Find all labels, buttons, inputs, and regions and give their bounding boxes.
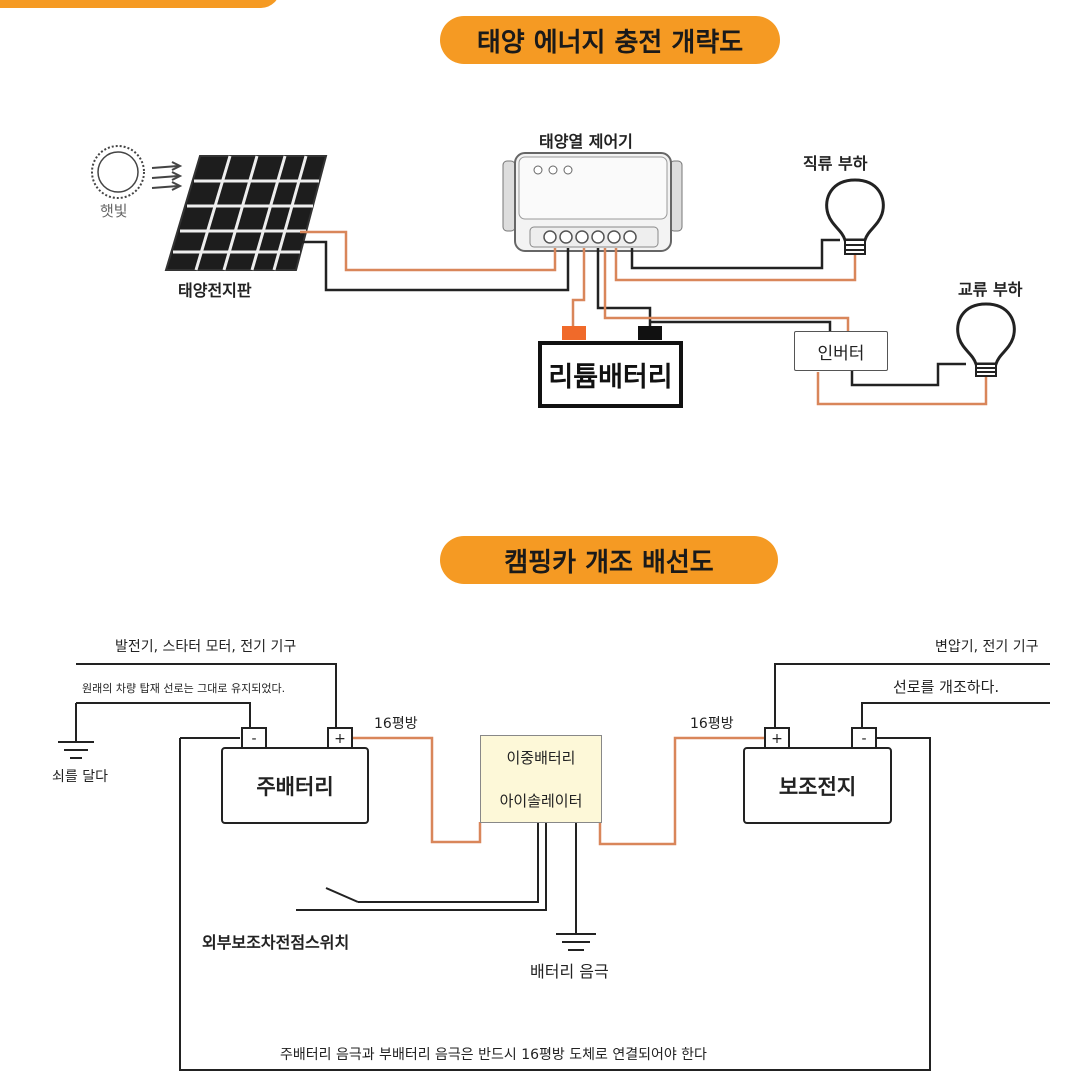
sun-core: [97, 151, 139, 193]
wire-main-positive-16: [350, 736, 482, 844]
main-line-note: 원래의 차량 탑재 선로는 그대로 유지되었다.: [82, 682, 286, 695]
ac-load-label: 교류 부하: [958, 280, 1023, 299]
lithium-battery-outline: [538, 341, 683, 408]
dc-load-label: 직류 부하: [803, 154, 868, 173]
sunlight-label: 햇빛: [100, 202, 128, 220]
wire-size-right-label: 16평방: [690, 716, 734, 732]
wire-negative-loop: [179, 737, 931, 1071]
wire-switch-2: [296, 822, 547, 911]
minus-sign: -: [861, 731, 867, 747]
main-battery-label: 주배터리: [256, 774, 334, 799]
ac-load-bulb-icon: [956, 302, 1016, 377]
wire-size-left-label: 16평방: [374, 716, 418, 732]
isolator-label-line1: 이중배터리: [506, 749, 576, 767]
main-load-note: 발전기, 스타터 모터, 전기 기구: [115, 639, 297, 655]
wire-switch-1: [358, 822, 539, 903]
isolator-box: 이중배터리 아이솔레이터: [480, 735, 602, 823]
lithium-battery-label: 리튬배터리: [548, 362, 673, 393]
plus-sign: +: [334, 731, 346, 747]
aux-load-note: 변압기, 전기 기구: [935, 639, 1039, 655]
main-battery-box: 주배터리: [221, 747, 369, 824]
inverter-label: 인버터: [817, 343, 865, 364]
solar-controller-icon: [502, 152, 683, 252]
controller-label: 태양열 제어기: [539, 132, 633, 151]
wire-dc-load-positive: [614, 248, 857, 282]
inverter-box: 인버터: [794, 331, 888, 371]
wire-aux-modified: [861, 702, 1050, 730]
battery-negative-label: 배터리 음극: [530, 962, 609, 981]
wire-aux-load: [774, 663, 1050, 730]
wire-panel-positive: [300, 230, 557, 272]
aux-battery-box: 보조전지: [743, 747, 892, 824]
section1-title: 태양 에너지 충전 개략도: [440, 16, 780, 64]
wire-panel-negative: [300, 240, 570, 292]
external-switch-label: 외부보조차전점스위치: [202, 933, 350, 952]
wire-dc-load-negative: [630, 238, 840, 270]
solar-panel-icon: [164, 155, 328, 271]
wire-main-load: [76, 663, 337, 730]
solar-panel-label: 태양전지판: [178, 281, 252, 300]
sun-icon: [91, 145, 145, 199]
aux-line-note: 선로를 개조하다.: [893, 678, 1000, 696]
ground-label: 쇠를 달다: [52, 769, 108, 785]
wire-inverter-negative: [650, 320, 832, 334]
wire-main-ground-strap: [76, 702, 251, 730]
wire-ac-load-live: [816, 372, 988, 406]
aux-battery-label: 보조전지: [778, 774, 857, 799]
switch-lever: [325, 887, 359, 903]
plus-sign: +: [771, 731, 783, 747]
dc-load-bulb-icon: [825, 178, 885, 255]
footer-note: 주배터리 음극과 부배터리 음극은 반드시 16평방 도체로 연결되어야 한다: [280, 1047, 707, 1063]
wire-ac-load-neutral: [850, 362, 966, 387]
isolator-label-line2: 아이솔레이터: [499, 792, 583, 810]
sun-rays-icon: [151, 161, 183, 191]
minus-sign: -: [251, 731, 257, 747]
battery-negative-terminal: [638, 326, 662, 340]
battery-positive-terminal: [562, 326, 586, 340]
wire-inverter-positive: [603, 248, 850, 334]
wire-aux-positive-16: [598, 736, 764, 846]
wire-battery-positive: [571, 248, 586, 328]
top-pill-fragment: [0, 0, 277, 8]
section2-title: 캠핑카 개조 배선도: [440, 536, 778, 584]
